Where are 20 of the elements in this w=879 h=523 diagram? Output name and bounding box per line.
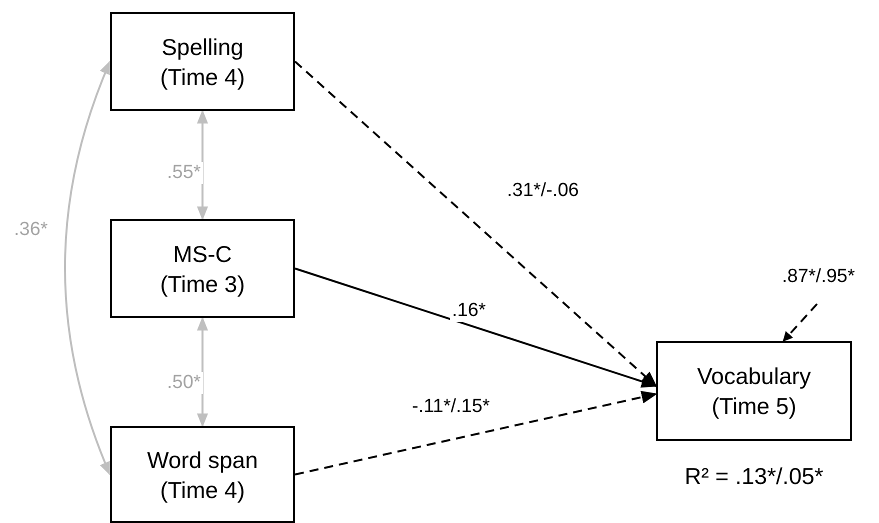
r-squared-label: R² = .13*/.05* xyxy=(684,462,824,491)
variable-label: (Time 4) xyxy=(160,476,245,504)
path-arrow xyxy=(294,268,658,388)
variable-box xyxy=(110,219,295,318)
variable-label: Word span xyxy=(147,446,258,474)
variable-box xyxy=(110,12,295,111)
correlation-arrow xyxy=(64,60,111,476)
path-arrow xyxy=(294,390,658,476)
variable-label: (Time 3) xyxy=(160,270,245,298)
correlation-arrow xyxy=(196,316,208,428)
variable-label: Vocabulary xyxy=(697,362,811,391)
variable-label: Spelling xyxy=(162,32,244,62)
variable-label: MS-C xyxy=(173,240,232,268)
variable-label: (Time 5) xyxy=(712,392,796,421)
edge-label: .16* xyxy=(450,300,488,322)
correlation-arrow xyxy=(196,110,208,220)
variable-label: (Time 4) xyxy=(160,62,245,92)
path-arrow xyxy=(294,60,658,388)
residual-arrow xyxy=(782,303,818,342)
variable-box xyxy=(110,426,295,523)
